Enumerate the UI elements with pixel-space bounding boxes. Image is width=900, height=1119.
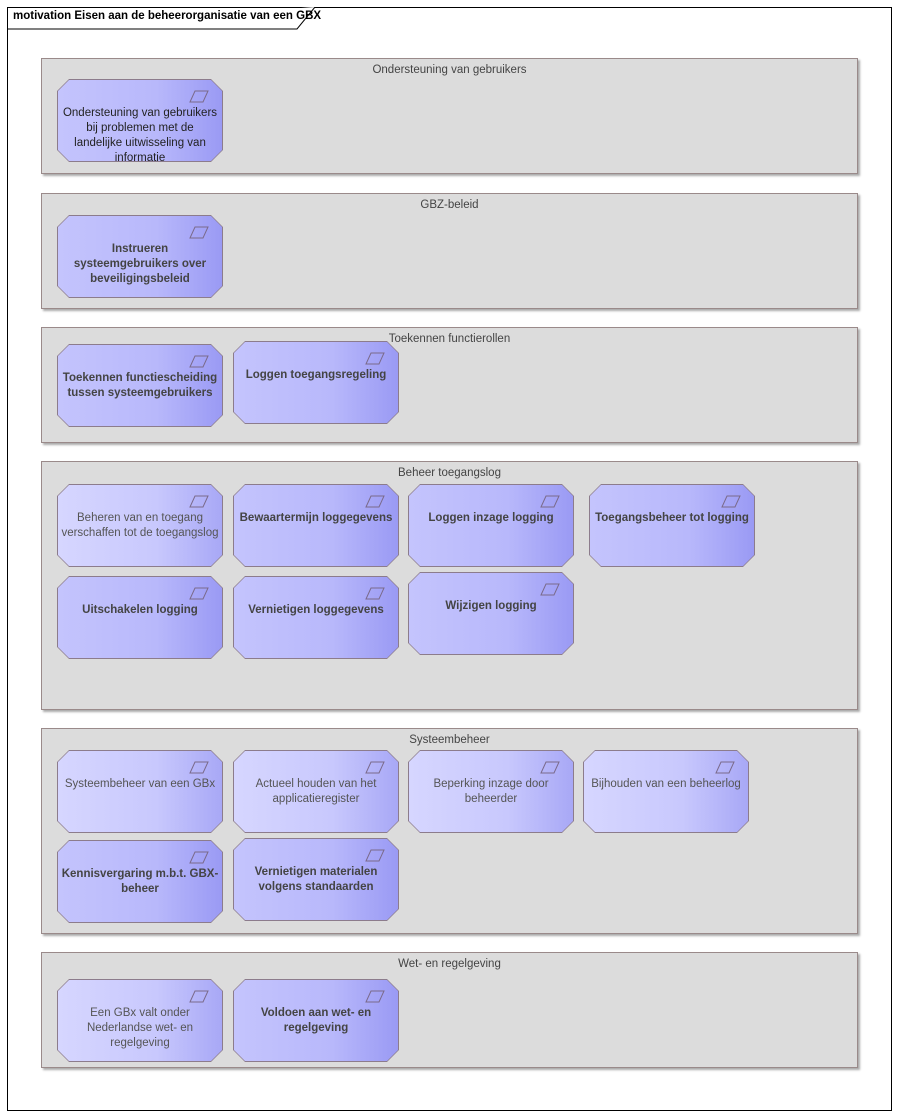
diagram-title: motivation Eisen aan de beheerorganisati… xyxy=(13,10,322,22)
requirement-label: Bijhouden van een beheerlog xyxy=(591,778,741,790)
diagram-title-tab: motivation Eisen aan de beheerorganisati… xyxy=(7,7,322,30)
requirement-label: Beheren van en toegang verschaffen tot d… xyxy=(61,512,219,539)
group-label: GBZ-beleid xyxy=(420,199,479,211)
group-label: Systeembeheer xyxy=(409,734,490,746)
requirement-icon xyxy=(189,587,209,600)
group-label: Toekennen functierollen xyxy=(388,333,511,345)
requirement-icon xyxy=(189,226,209,239)
requirement-element[interactable]: Uitschakelen logging xyxy=(57,576,223,659)
requirement-icon xyxy=(365,849,385,862)
requirement-icon xyxy=(189,990,209,1003)
requirement-icon xyxy=(189,761,209,774)
requirement-element[interactable]: Beheren van en toegang verschaffen tot d… xyxy=(57,484,223,567)
requirement-label: Loggen toegangsregeling xyxy=(245,369,387,381)
requirement-icon xyxy=(715,761,735,774)
requirement-icon xyxy=(189,90,209,103)
requirement-element[interactable]: Beperking inzage door beheerder xyxy=(408,750,574,833)
requirement-element[interactable]: Systeembeheer van een GBx xyxy=(57,750,223,833)
requirement-label: Loggen inzage logging xyxy=(428,512,554,524)
requirement-element[interactable]: Loggen inzage logging xyxy=(408,484,574,567)
requirement-element[interactable]: Vernietigen materialen volgens standaard… xyxy=(233,838,399,921)
group-label: Ondersteuning van gebruikers xyxy=(372,64,527,76)
requirement-label: Ondersteuning van gebruikers bij problem… xyxy=(62,107,218,164)
requirement-element[interactable]: Bewaartermijn loggegevens xyxy=(233,484,399,567)
requirement-label: Bewaartermijn loggegevens xyxy=(239,512,393,524)
requirement-label: Instrueren systeemgebruikers over beveil… xyxy=(73,243,207,285)
requirement-label: Vernietigen materialen volgens standaard… xyxy=(254,866,378,893)
requirement-icon xyxy=(540,495,560,508)
requirement-element[interactable]: Loggen toegangsregeling xyxy=(233,341,399,424)
requirement-icon xyxy=(189,851,209,864)
requirement-icon xyxy=(189,495,209,508)
requirement-icon xyxy=(365,495,385,508)
requirement-label: Systeembeheer van een GBx xyxy=(64,778,216,790)
requirement-icon xyxy=(540,761,560,774)
requirement-element[interactable]: Ondersteuning van gebruikers bij problem… xyxy=(57,79,223,162)
requirement-label: Kennisvergaring m.b.t. GBX-beheer xyxy=(61,868,219,895)
requirement-label: Een GBx valt onder Nederlandse wet- en r… xyxy=(86,1007,194,1049)
requirement-label: Toegangsbeheer tot logging xyxy=(595,512,749,524)
requirement-element[interactable]: Toegangsbeheer tot logging xyxy=(589,484,755,567)
requirement-element[interactable]: Een GBx valt onder Nederlandse wet- en r… xyxy=(57,979,223,1062)
requirement-icon xyxy=(721,495,741,508)
requirement-element[interactable]: Kennisvergaring m.b.t. GBX-beheer xyxy=(57,840,223,923)
requirement-element[interactable]: Wijzigen logging xyxy=(408,572,574,655)
requirement-element[interactable]: Toekennen functiescheiding tussen systee… xyxy=(57,344,223,427)
requirement-label: Voldoen aan wet- en regelgeving xyxy=(260,1007,372,1034)
requirement-icon xyxy=(540,583,560,596)
group-label: Wet- en regelgeving xyxy=(398,958,501,970)
requirement-label: Wijzigen logging xyxy=(445,600,537,612)
diagram-frame xyxy=(7,7,892,1111)
requirement-label: Vernietigen loggegevens xyxy=(248,604,384,616)
requirement-element[interactable]: Instrueren systeemgebruikers over beveil… xyxy=(57,215,223,298)
requirement-icon xyxy=(365,587,385,600)
requirement-icon xyxy=(365,352,385,365)
requirement-icon xyxy=(365,990,385,1003)
requirement-element[interactable]: Vernietigen loggegevens xyxy=(233,576,399,659)
group-label: Beheer toegangslog xyxy=(398,467,501,479)
requirement-icon xyxy=(189,355,209,368)
requirement-element[interactable]: Voldoen aan wet- en regelgeving xyxy=(233,979,399,1062)
requirement-label: Toekennen functiescheiding tussen systee… xyxy=(62,372,218,399)
requirement-label: Beperking inzage door beheerder xyxy=(433,778,549,805)
requirement-label: Actueel houden van het applicatieregiste… xyxy=(255,778,377,805)
requirement-element[interactable]: Bijhouden van een beheerlog xyxy=(583,750,749,833)
requirement-element[interactable]: Actueel houden van het applicatieregiste… xyxy=(233,750,399,833)
requirement-icon xyxy=(365,761,385,774)
requirement-label: Uitschakelen logging xyxy=(82,604,198,616)
